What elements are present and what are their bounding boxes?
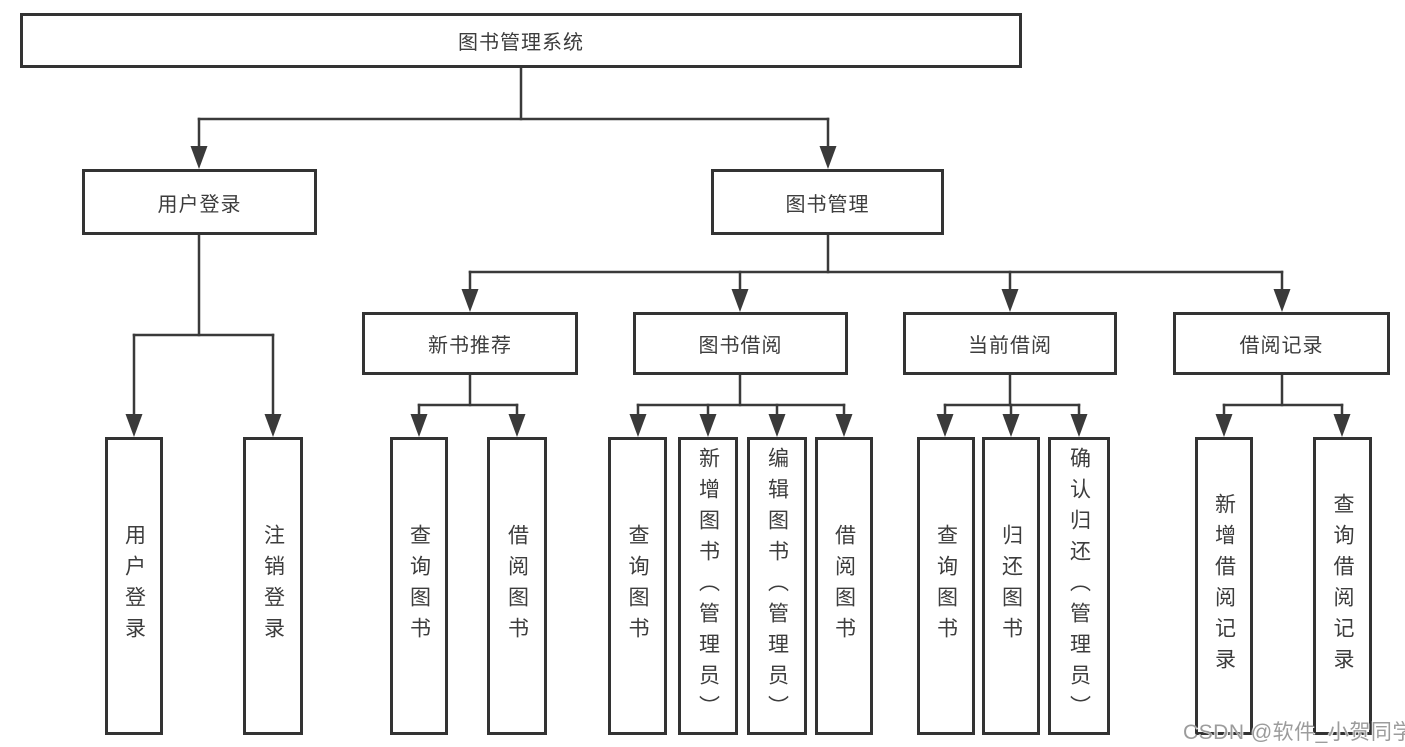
csdn-watermark: CSDN @软件_小贺同学 — [1183, 721, 1405, 744]
node-user-login: 用户登录 — [82, 169, 317, 235]
node-label: 用户登录 — [122, 524, 146, 648]
leaf-edit-book-admin: 编辑图书（管理员） — [747, 437, 807, 735]
node-library-management-system: 图书管理系统 — [20, 13, 1022, 68]
leaf-query-book-2: 查询图书 — [608, 437, 667, 735]
node-label: 编辑图书（管理员） — [765, 446, 789, 726]
leaf-query-book-1: 查询图书 — [390, 437, 448, 735]
node-label: 新增借阅记录 — [1212, 493, 1236, 679]
node-label: 图书借阅 — [698, 335, 783, 357]
node-book-borrowing: 图书借阅 — [633, 312, 848, 375]
node-book-management: 图书管理 — [711, 169, 944, 235]
node-label: 归还图书 — [999, 524, 1023, 648]
leaf-add-book-admin: 新增图书（管理员） — [678, 437, 738, 735]
node-label: 借阅记录 — [1239, 335, 1324, 357]
node-label: 查询图书 — [626, 524, 649, 648]
node-borrowing-records: 借阅记录 — [1173, 312, 1390, 375]
leaf-logout: 注销登录 — [243, 437, 303, 735]
node-label: 查询图书 — [934, 524, 958, 648]
node-label: 用户登录 — [157, 193, 242, 216]
leaf-add-borrow-record: 新增借阅记录 — [1195, 437, 1253, 735]
node-label: 新书推荐 — [428, 335, 512, 357]
node-label: 新增图书（管理员） — [696, 446, 720, 726]
node-label: 借阅图书 — [505, 524, 529, 648]
leaf-borrow-book-1: 借阅图书 — [487, 437, 547, 735]
node-label: 注销登录 — [261, 524, 285, 648]
leaf-query-book-3: 查询图书 — [917, 437, 975, 735]
node-label: 查询图书 — [407, 524, 431, 648]
node-label: 借阅图书 — [832, 524, 856, 648]
node-new-book-recommendation: 新书推荐 — [362, 312, 578, 375]
leaf-confirm-return-admin: 确认归还（管理员） — [1048, 437, 1110, 735]
node-label: 图书管理 — [785, 193, 870, 216]
leaf-return-book: 归还图书 — [982, 437, 1040, 735]
node-label: 图书管理系统 — [458, 32, 584, 54]
node-label: 确认归还（管理员） — [1067, 446, 1091, 726]
node-current-borrowing: 当前借阅 — [903, 312, 1117, 375]
leaf-query-borrow-record: 查询借阅记录 — [1313, 437, 1372, 735]
leaf-user-login: 用户登录 — [105, 437, 163, 735]
node-label: 查询借阅记录 — [1331, 493, 1354, 679]
node-label: 当前借阅 — [968, 335, 1052, 357]
leaf-borrow-book-2: 借阅图书 — [815, 437, 873, 735]
